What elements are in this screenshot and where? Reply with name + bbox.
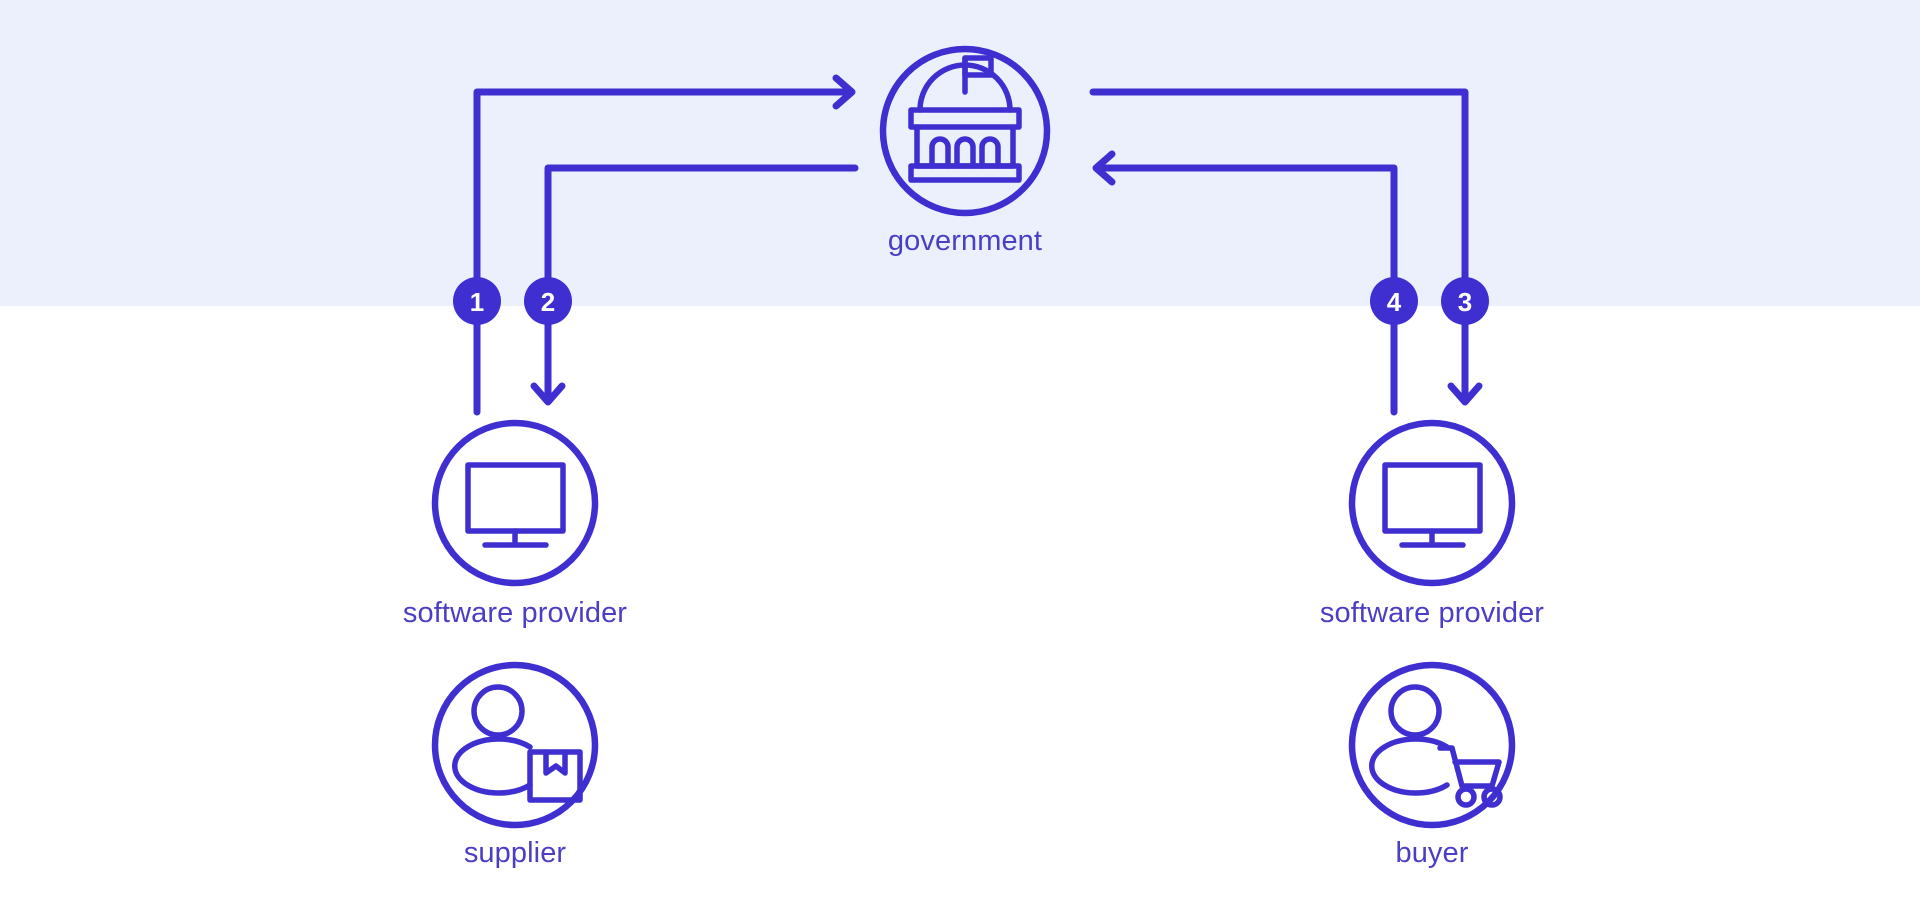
connector-flow-2 [530,164,859,406]
label-supplier: supplier [463,837,567,869]
badge-circle-1 [453,277,501,325]
label-software-provider-right: software provider [1319,597,1545,629]
monitor-icon [1382,462,1483,548]
software-provider-left-circle [431,419,599,587]
buyer-circle [1348,661,1516,829]
label-government: government [887,225,1043,257]
node-software-provider-right[interactable] [1348,419,1516,587]
supplier-circle [431,661,599,829]
person-cart-icon [1369,684,1503,808]
connector-flow-4 [1092,150,1398,416]
label-buyer: buyer [1395,837,1469,869]
connector-flow-1 [473,74,856,416]
government-circle [879,45,1051,217]
government-building-icon [908,55,1022,183]
person-package-icon [452,684,583,803]
software-provider-right-circle [1348,419,1516,587]
node-software-provider-left[interactable] [431,419,599,587]
badge-circle-4 [1370,277,1418,325]
monitor-icon [465,462,566,548]
badge-circle-2 [524,277,572,325]
label-software-provider-left: software provider [402,597,628,629]
node-government[interactable] [879,45,1051,217]
node-buyer[interactable] [1348,661,1516,829]
connector-flow-3 [1089,88,1483,406]
node-supplier[interactable] [431,661,599,829]
badge-circle-3 [1441,277,1489,325]
